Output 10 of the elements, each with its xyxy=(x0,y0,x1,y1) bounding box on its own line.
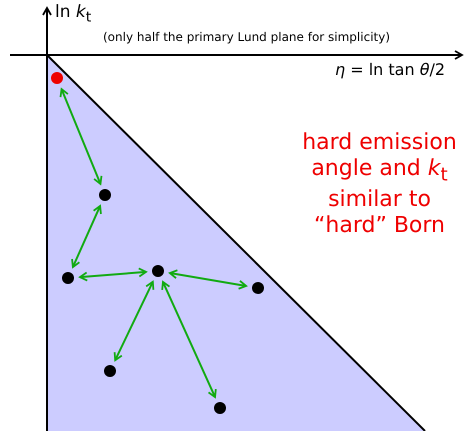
double-arrow xyxy=(168,269,248,290)
double-arrow xyxy=(60,88,102,185)
annotation-text: hard emission angle and k$_{t}$ similar to “hard” Born xyxy=(301,130,458,240)
note: (only half the primary Lund plane for simplicity) xyxy=(103,30,390,44)
double-arrow xyxy=(161,281,217,398)
axis-label: ln k$_{t}$ xyxy=(55,2,92,26)
axis-label: η = ln tan θ/2 xyxy=(335,60,446,79)
double-arrow xyxy=(114,280,154,362)
double-arrow xyxy=(71,205,102,268)
double-arrow xyxy=(79,268,147,282)
